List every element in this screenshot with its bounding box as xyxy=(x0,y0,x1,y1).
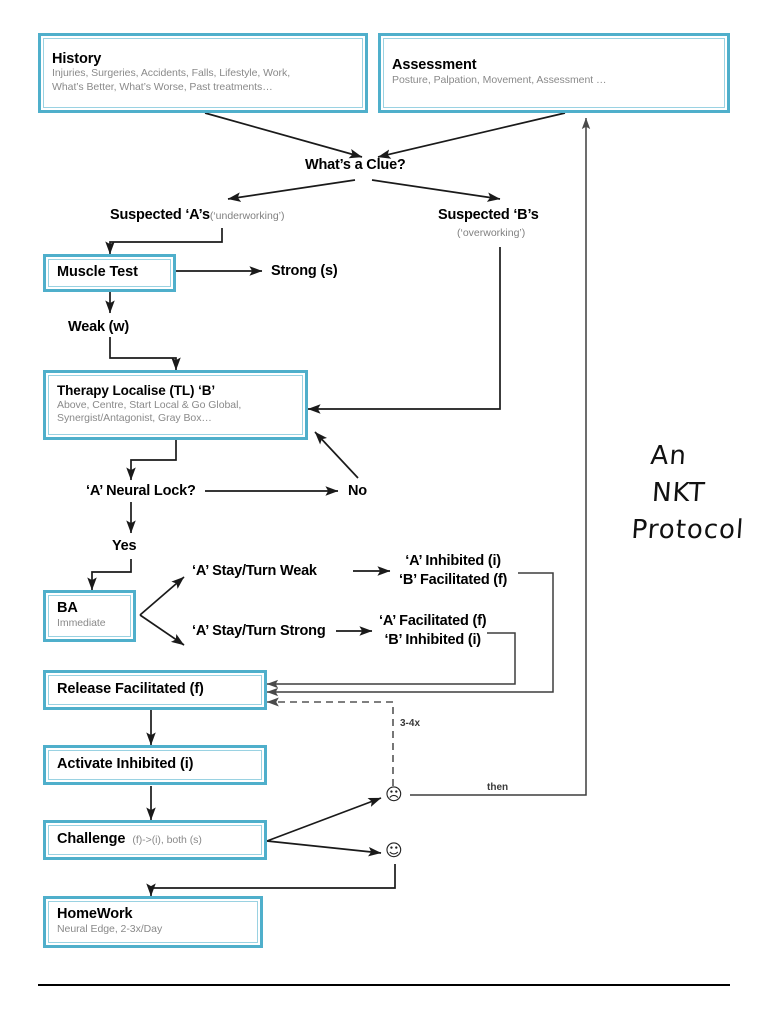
label-suspected-b-note: (‘overworking’) xyxy=(457,227,526,239)
handnote-line-3: Protocol xyxy=(630,514,746,545)
suspected-b-text: Suspected ‘B’s xyxy=(438,207,539,223)
weak-outcome-line-2: ‘B’ Facilitated (f) xyxy=(399,571,508,588)
box-homework[interactable]: HomeWork Neural Edge, 2-3x/Day xyxy=(43,896,263,948)
footer-divider xyxy=(38,984,730,986)
handnote-line-1: An xyxy=(649,441,688,471)
label-suspected-b: Suspected ‘B’s xyxy=(438,206,539,224)
activate-inhibited-title: Activate Inhibited (i) xyxy=(57,756,194,773)
label-weak-outcome: ‘A’ Inhibited (i) ‘B’ Facilitated (f) xyxy=(399,552,507,590)
label-whats-a-clue: What’s a Clue? xyxy=(305,157,406,173)
box-challenge[interactable]: Challenge (f)->(i), both (s) xyxy=(43,820,267,860)
label-weak-w: Weak (w) xyxy=(68,319,129,335)
assessment-subtitle-line-1: Posture, Palpation, Movement, Assessment… xyxy=(392,74,607,87)
label-strong-s: Strong (s) xyxy=(271,263,338,279)
strong-outcome-line-2: ‘B’ Inhibited (i) xyxy=(384,631,481,648)
label-a-neural-lock: ‘A’ Neural Lock? xyxy=(86,483,196,499)
ba-title: BA xyxy=(57,600,78,617)
homework-subtitle: Neural Edge, 2-3x/Day xyxy=(57,923,163,936)
muscle-test-title: Muscle Test xyxy=(57,264,138,281)
label-then: then xyxy=(487,782,509,793)
label-repeat-count: 3-4x xyxy=(400,718,421,729)
label-stay-turn-weak: ‘A’ Stay/Turn Weak xyxy=(192,563,317,579)
label-no: No xyxy=(348,483,367,499)
suspected-a-note: (‘underworking’) xyxy=(209,210,285,222)
suspected-a-text: Suspected ‘A’s xyxy=(110,207,210,223)
strong-outcome-line-1: ‘A’ Facilitated (f) xyxy=(379,613,487,629)
box-therapy-localise[interactable]: Therapy Localise (TL) ‘B’ Above, Centre,… xyxy=(43,370,308,440)
label-yes: Yes xyxy=(112,538,137,554)
handnote-line-2: NKT xyxy=(650,477,707,508)
box-assessment[interactable]: Assessment Posture, Palpation, Movement,… xyxy=(378,33,730,113)
homework-title: HomeWork xyxy=(57,906,133,923)
therapy-localise-title: Therapy Localise (TL) ‘B’ xyxy=(57,383,216,399)
label-strong-outcome: ‘A’ Facilitated (f) ‘B’ Inhibited (i) xyxy=(379,612,487,650)
challenge-title: Challenge xyxy=(57,831,126,848)
ba-subtitle: Immediate xyxy=(57,617,106,630)
history-subtitle-line-2: What’s Better, What’s Worse, Past treatm… xyxy=(52,80,273,93)
history-title: History xyxy=(52,50,102,67)
handwritten-protocol-note: An NKT Protocol xyxy=(630,438,751,549)
box-muscle-test[interactable]: Muscle Test xyxy=(43,254,176,292)
label-stay-turn-strong: ‘A’ Stay/Turn Strong xyxy=(192,623,326,639)
happy-face-icon: ☺ xyxy=(385,841,403,861)
box-release-facilitated[interactable]: Release Facilitated (f) xyxy=(43,670,267,710)
release-facilitated-title: Release Facilitated (f) xyxy=(57,681,204,698)
history-subtitle-line-1: Injuries, Surgeries, Accidents, Falls, L… xyxy=(52,67,291,80)
box-history[interactable]: History Injuries, Surgeries, Accidents, … xyxy=(38,33,368,113)
challenge-subtitle: (f)->(i), both (s) xyxy=(132,834,202,847)
sad-face-icon: ☹ xyxy=(385,785,403,805)
therapy-localise-subtitle-line-2: Synergist/Antagonist, Gray Box… xyxy=(57,412,212,425)
box-ba[interactable]: BA Immediate xyxy=(43,590,136,642)
box-activate-inhibited[interactable]: Activate Inhibited (i) xyxy=(43,745,267,785)
assessment-title: Assessment xyxy=(392,57,477,74)
weak-outcome-line-1: ‘A’ Inhibited (i) xyxy=(405,553,501,569)
therapy-localise-subtitle-line-1: Above, Centre, Start Local & Go Global, xyxy=(57,398,242,411)
label-suspected-a: Suspected ‘A’s(‘underworking’) xyxy=(110,206,285,224)
